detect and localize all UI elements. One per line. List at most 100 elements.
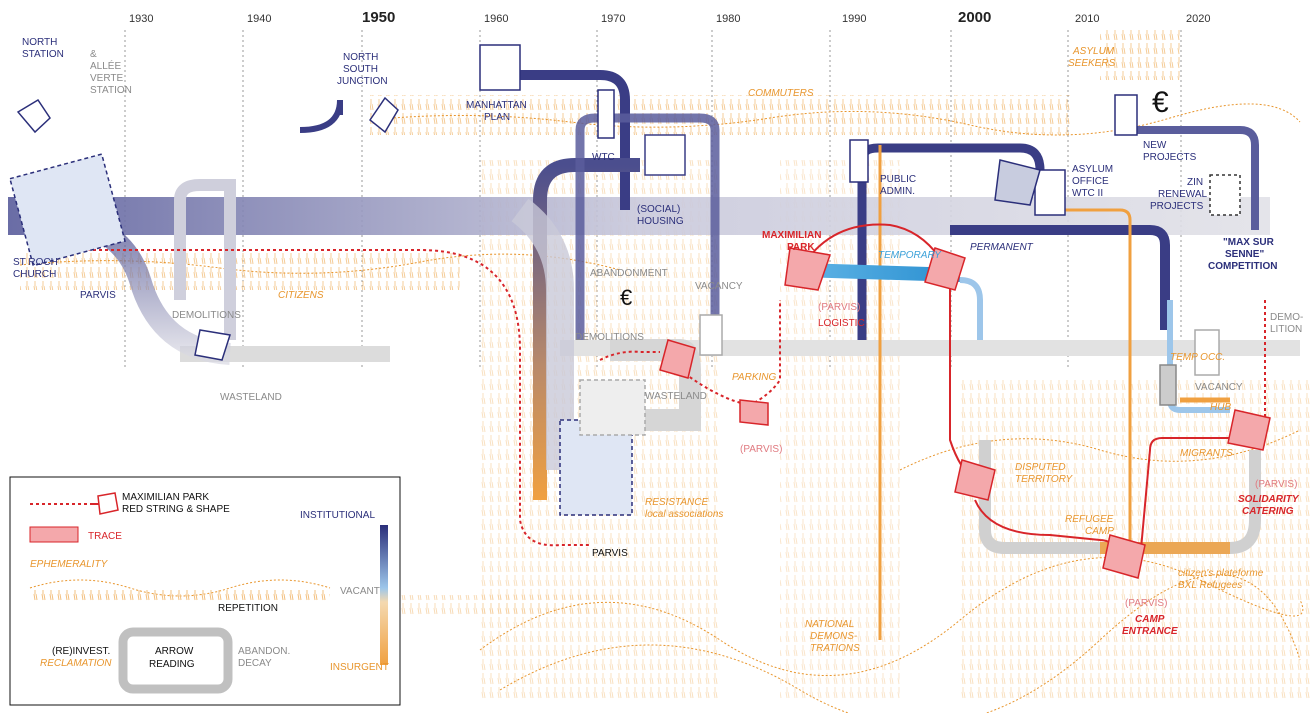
- year-2010: 2010: [1075, 13, 1099, 25]
- year-labels: 1930 1940 1950 1960 1970 1980 1990 2000 …: [129, 9, 1210, 26]
- national-label-3: TRATIONS: [810, 643, 860, 654]
- demolitions-label-2: DEMOLITIONS: [575, 332, 644, 343]
- parvis-paren-label-3: (PARVIS): [1125, 598, 1167, 609]
- camp-label-2: ENTRANCE: [1122, 626, 1178, 637]
- legend-insurgent-label: INSURGENT: [330, 662, 389, 673]
- zin-projects-icon: [1209, 174, 1241, 216]
- crowd-textures: [20, 30, 1310, 700]
- asylum-seekers-crowd: [1100, 30, 1180, 80]
- red-arc-park: [799, 223, 941, 271]
- manhattan-plan-icon: [479, 44, 521, 91]
- refugee-label-2: CAMP: [1085, 526, 1114, 537]
- vacancy-tower-icon: [699, 314, 723, 356]
- asylum-office-icon: [1034, 169, 1066, 216]
- red-line-catering: [1139, 437, 1230, 561]
- legend-gradient-bar: [380, 525, 388, 665]
- red-string-dotted-a: [45, 249, 590, 547]
- public-admin-label-1: PUBLIC: [880, 174, 916, 185]
- trace-disputed: [954, 459, 996, 501]
- north-station-label-2: STATION: [22, 49, 64, 60]
- asylum-map-icon: [994, 159, 1041, 206]
- demolished-map-icon: [579, 379, 646, 436]
- demolition-label-1: DEMO-: [1270, 312, 1303, 323]
- solidarity-label-2: CATERING: [1242, 506, 1294, 517]
- manhattan-stream: [520, 70, 630, 210]
- wtc-stream: [575, 113, 720, 340]
- asylum-seekers-label-2: SEEKERS: [1068, 58, 1116, 69]
- demolition-label-2: LITION: [1270, 324, 1302, 335]
- vacancy-label: VACANCY: [695, 281, 743, 292]
- hub-label: HUB: [1210, 402, 1231, 413]
- legend-abandon-label-2: DECAY: [238, 658, 272, 669]
- legend-reinvest-label-2: RECLAMATION: [40, 658, 112, 669]
- parvis-paren-label-4: (PARVIS): [1255, 479, 1297, 490]
- diagram-labels: NORTH STATION & ALLÉE VERTE STATION NORT…: [13, 37, 1303, 654]
- demolitions-label: DEMOLITIONS: [172, 310, 241, 321]
- citizens-label: CITIZENS: [278, 290, 324, 301]
- year-1980: 1980: [716, 13, 740, 25]
- asylum-office-label-1: ASYLUM: [1072, 164, 1113, 175]
- temporary-fade: [959, 277, 983, 340]
- legend-red-shape-icon: [97, 492, 119, 515]
- national-label-2: DEMONS-: [810, 631, 858, 642]
- trace-parvis-1980: [659, 339, 696, 379]
- resistance-label-2: local associations: [645, 509, 723, 520]
- allee-label-4: STATION: [90, 85, 132, 96]
- migrants-label: MIGRANTS: [1180, 448, 1233, 459]
- platform-label-1: citizen's plateforme: [1178, 568, 1264, 579]
- allee-label-1: &: [90, 49, 97, 60]
- trace-catering: [1227, 409, 1271, 451]
- demolitions-loop: [174, 179, 236, 340]
- temp-occ-icon: [1159, 364, 1177, 406]
- max-sur-label-2: SENNE": [1225, 249, 1264, 260]
- social-label-2: HOUSING: [637, 216, 684, 227]
- year-1970: 1970: [601, 13, 625, 25]
- year-1940: 1940: [247, 13, 271, 25]
- allee-label-2: ALLÉE: [90, 59, 121, 72]
- trace-park: [784, 247, 831, 291]
- legend-repetition-label: REPETITION: [218, 603, 278, 614]
- crossed-euro-icon: €: [620, 285, 632, 310]
- commuters-label: COMMUTERS: [748, 88, 814, 99]
- allee-label-3: VERTE: [90, 73, 123, 84]
- year-1960: 1960: [484, 13, 508, 25]
- euro-icon: €: [1152, 86, 1169, 119]
- insurgent-stream-1960: [533, 158, 640, 500]
- parvis-paren-label-2: (PARVIS): [740, 444, 782, 455]
- st-roch-label-2: CHURCH: [13, 269, 56, 280]
- new-projects-stream: [1130, 126, 1259, 230]
- legend-ephemerality-label: EPHEMERALITY: [30, 559, 109, 570]
- vacancy-tower-2020-icon: [1194, 329, 1220, 376]
- zin-label-1: ZIN: [1187, 177, 1203, 188]
- wasteland-label: WASTELAND: [220, 392, 282, 403]
- north-station-icon: [16, 98, 51, 134]
- max-sur-label-1: "MAX SUR: [1223, 237, 1275, 248]
- legend-crowd-swatch: [30, 590, 330, 602]
- asylum-office-label-3: WTC II: [1072, 188, 1103, 199]
- legend-arrow-label-1: ARROW: [155, 646, 194, 657]
- vacancy-band: [560, 340, 1300, 356]
- new-projects-label-2: PROJECTS: [1143, 152, 1197, 163]
- parvis-map-icon: [559, 419, 633, 516]
- wtc-label: WTC: [592, 152, 615, 163]
- manhattan-label-2: PLAN: [484, 112, 510, 123]
- platform-label-2: BXL Refugees: [1178, 580, 1242, 591]
- max-sur-label-3: COMPETITION: [1208, 261, 1277, 272]
- disputed-label-1: DISPUTED: [1015, 462, 1066, 473]
- year-1950: 1950: [362, 9, 395, 26]
- year-1990: 1990: [842, 13, 866, 25]
- zin-label-2: RENEWAL: [1158, 189, 1208, 200]
- legend: MAXIMILIAN PARK RED STRING & SHAPE TRACE…: [9, 476, 401, 706]
- nsj-label-1: NORTH: [343, 52, 378, 63]
- asylum-office-label-2: OFFICE: [1072, 176, 1109, 187]
- temp-occ-label: TEMP OCC.: [1170, 352, 1225, 363]
- junction-stream: [299, 99, 343, 133]
- temporary-label: TEMPORARY: [878, 250, 942, 261]
- trace-camp: [1102, 534, 1146, 579]
- new-projects-label-1: NEW: [1143, 140, 1167, 151]
- legend-trace-label: TRACE: [88, 531, 122, 542]
- social-housing-icon: [644, 134, 686, 176]
- legend-institutional-label: INSTITUTIONAL: [300, 510, 375, 521]
- manhattan-label-1: MANHATTAN: [466, 100, 527, 111]
